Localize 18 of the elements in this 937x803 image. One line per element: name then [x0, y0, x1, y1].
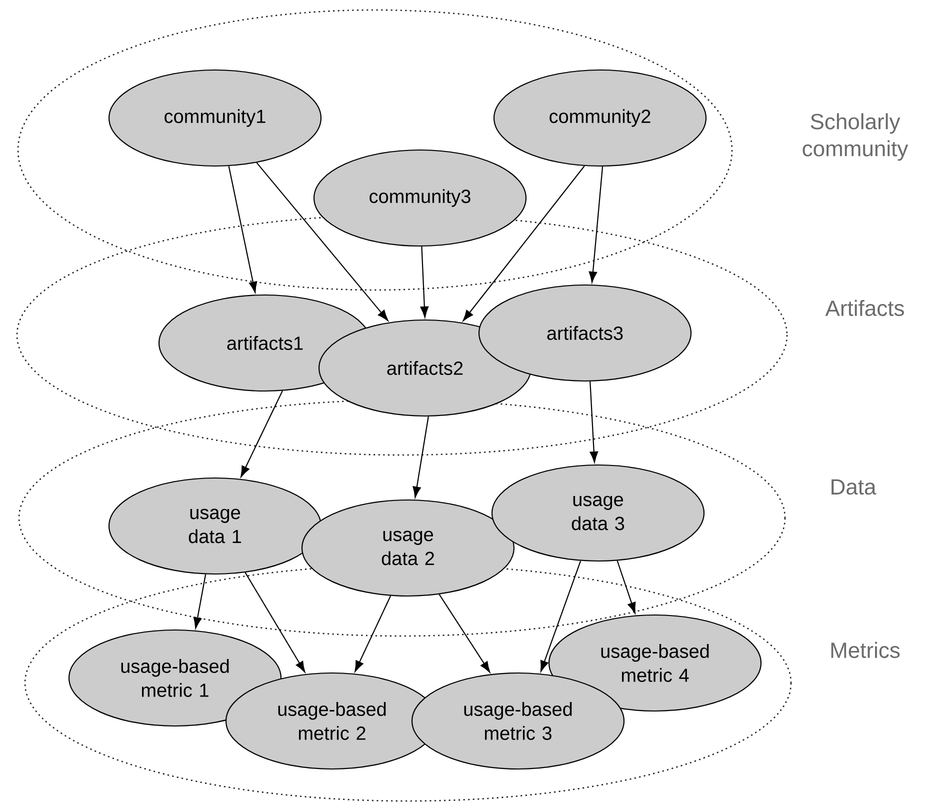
arrow	[540, 560, 582, 672]
layer-label: Metrics	[831, 642, 900, 658]
arrow	[354, 596, 392, 672]
arrow	[193, 574, 206, 628]
arrow	[438, 594, 490, 673]
arrow	[420, 246, 429, 318]
arrow	[590, 381, 598, 463]
arrow	[616, 560, 636, 614]
layer-label: Data	[832, 479, 876, 495]
arrow	[240, 390, 283, 478]
arrow	[462, 166, 585, 322]
arrow	[256, 162, 388, 321]
layer-label: Scholarly community	[802, 113, 908, 161]
arrow	[588, 166, 604, 283]
arrow	[412, 416, 429, 498]
layer-label: Artifacts	[825, 300, 904, 316]
arrow	[244, 572, 306, 672]
arrow	[228, 166, 258, 293]
